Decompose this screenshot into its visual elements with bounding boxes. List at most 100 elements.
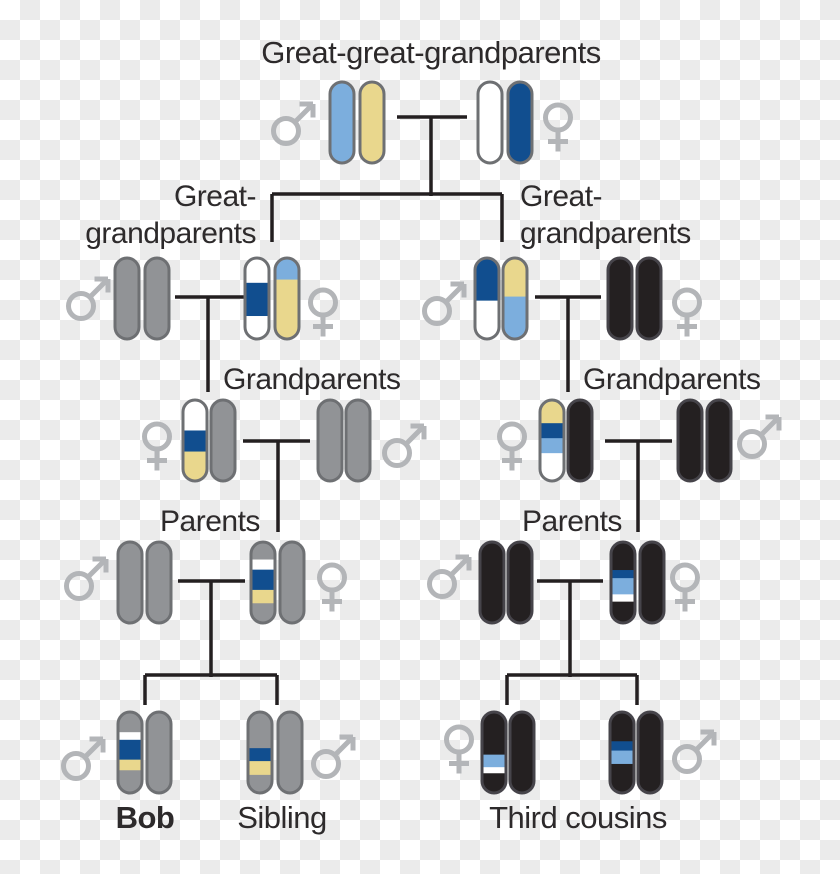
chromosome-pill	[508, 82, 532, 163]
chromosome-outline	[480, 710, 508, 795]
person-great-grandmother-left	[243, 256, 301, 341]
female-gender-icon-grandmother-right	[497, 421, 527, 471]
chromosome-pill	[608, 258, 632, 339]
chromosome-segment-darkblue	[251, 569, 275, 591]
chromosome-outline	[508, 710, 536, 795]
chromosome-segment-tan	[503, 258, 527, 298]
person-gg-grandfather	[328, 80, 386, 165]
chromosome-pill	[318, 400, 342, 481]
chromosome-segment-black	[568, 400, 592, 481]
chromosome-outline	[243, 256, 271, 341]
chromosome-outline	[608, 710, 636, 795]
chromosome-segment-gray	[278, 712, 302, 793]
chromosome-pill	[278, 712, 302, 793]
chromosome-segment-gray	[251, 603, 275, 623]
chromosome-segment-darkblue	[508, 82, 532, 163]
chromosome-segment-gray	[248, 774, 272, 793]
chromosome-outline	[143, 256, 171, 341]
chromosome-outline	[473, 256, 501, 341]
chromosome-segment-gray	[118, 712, 142, 733]
chromosome-outline	[181, 398, 209, 483]
female-gender-icon-grandmother-left	[142, 421, 172, 471]
label-parents-right: Parents	[522, 505, 622, 538]
chromosome-pill	[678, 400, 702, 481]
chromosome-segment-darkblue	[610, 741, 634, 752]
chromosome-pill	[510, 712, 534, 793]
chromosome-outline	[358, 80, 386, 165]
female-gender-icon-mother-right	[670, 562, 700, 612]
chromosome-segment-gray	[251, 542, 275, 561]
chromosome-pill	[478, 82, 502, 163]
chromosome-segment-white	[475, 300, 499, 339]
chromosome-segment-lightblue	[482, 754, 506, 768]
chromosome-pill	[640, 542, 664, 623]
chromosome-segment-tan	[251, 589, 275, 604]
chromosome-pill	[638, 712, 662, 793]
chromosome-segment-black	[678, 400, 702, 481]
chromosome-segment-gray	[147, 712, 171, 793]
chromosome-pill	[346, 400, 370, 481]
chromosome-segment-gray	[211, 400, 235, 481]
chromosome-segment-gray	[118, 770, 142, 793]
person-mother-left	[249, 540, 306, 625]
chromosome-segment-gray	[346, 400, 370, 481]
person-great-grandfather-left	[113, 256, 171, 341]
chromosome-segment-lightblue	[540, 438, 564, 454]
chromosome-segment-black	[637, 258, 661, 339]
chromosome-segment-white	[251, 559, 275, 571]
person-grandfather-left	[316, 398, 372, 483]
person-great-grandmother-right	[606, 256, 663, 341]
chromosome-outline	[249, 540, 277, 625]
label-great-grandparents-left-line1: Great-	[174, 180, 256, 213]
chromosome-outline	[316, 398, 344, 483]
chromosome-pill	[275, 258, 299, 339]
male-gender-icon-grandfather-left	[382, 423, 427, 468]
chromosome-segment-gray	[115, 258, 139, 339]
chromosome-outline	[209, 398, 237, 483]
chromosome-segment-tan	[275, 279, 299, 339]
chromosome-outline	[506, 540, 534, 625]
chromosome-segment-black	[482, 712, 506, 756]
chromosome-pill	[248, 712, 272, 793]
chromosome-segment-gray	[118, 542, 142, 623]
chromosome-outline	[116, 710, 144, 795]
chromosome-segment-lightblue	[610, 750, 634, 765]
chromosome-segment-tan	[248, 761, 272, 776]
label-great-grandparents-right-line1: Great-	[520, 180, 602, 213]
chromosome-segment-black	[508, 542, 532, 623]
label-great-great-grandparents: Great-great-grandparents	[261, 35, 601, 70]
chromosome-segment-lightblue	[503, 296, 527, 339]
person-grandfather-right	[676, 398, 733, 483]
person-father-right	[478, 540, 534, 625]
chromosome-outline	[635, 256, 663, 341]
chromosome-segment-gray	[280, 542, 304, 623]
chromosome-outline	[273, 256, 301, 341]
person-sibling	[246, 710, 304, 795]
chromosome-segment-darkblue	[475, 258, 499, 302]
chromosome-outline	[145, 710, 173, 795]
chromosome-pill	[610, 712, 634, 793]
female-gender-icon-gg-grandmother	[543, 102, 573, 152]
female-gender-icon-great-grandmother-right	[672, 287, 702, 337]
chromosome-outline	[606, 256, 634, 341]
label-great-grandparents-left-line2: grandparents	[85, 217, 256, 250]
person-bob	[116, 710, 173, 795]
chromosome-pill	[251, 542, 275, 623]
person-third-cousin-female	[480, 710, 536, 795]
chromosome-segment-tan	[118, 759, 142, 771]
chromosome-segment-white	[482, 767, 506, 774]
chromosome-pill	[568, 400, 592, 481]
male-gender-icon-third-cousin-male	[672, 729, 717, 774]
chromosome-segment-white	[118, 732, 142, 741]
chromosome-segment-darkblue	[611, 570, 635, 579]
label-great-grandparents-right-line2: grandparents	[520, 217, 691, 250]
chromosome-outline	[566, 398, 594, 483]
label-parents-left: Parents	[160, 505, 260, 538]
male-gender-icon-grandfather-right	[737, 414, 782, 459]
label-bob: Bob	[116, 800, 175, 835]
chromosome-segment-white	[478, 82, 502, 163]
chromosome-pill	[611, 542, 635, 623]
chromosome-pill	[480, 542, 504, 623]
